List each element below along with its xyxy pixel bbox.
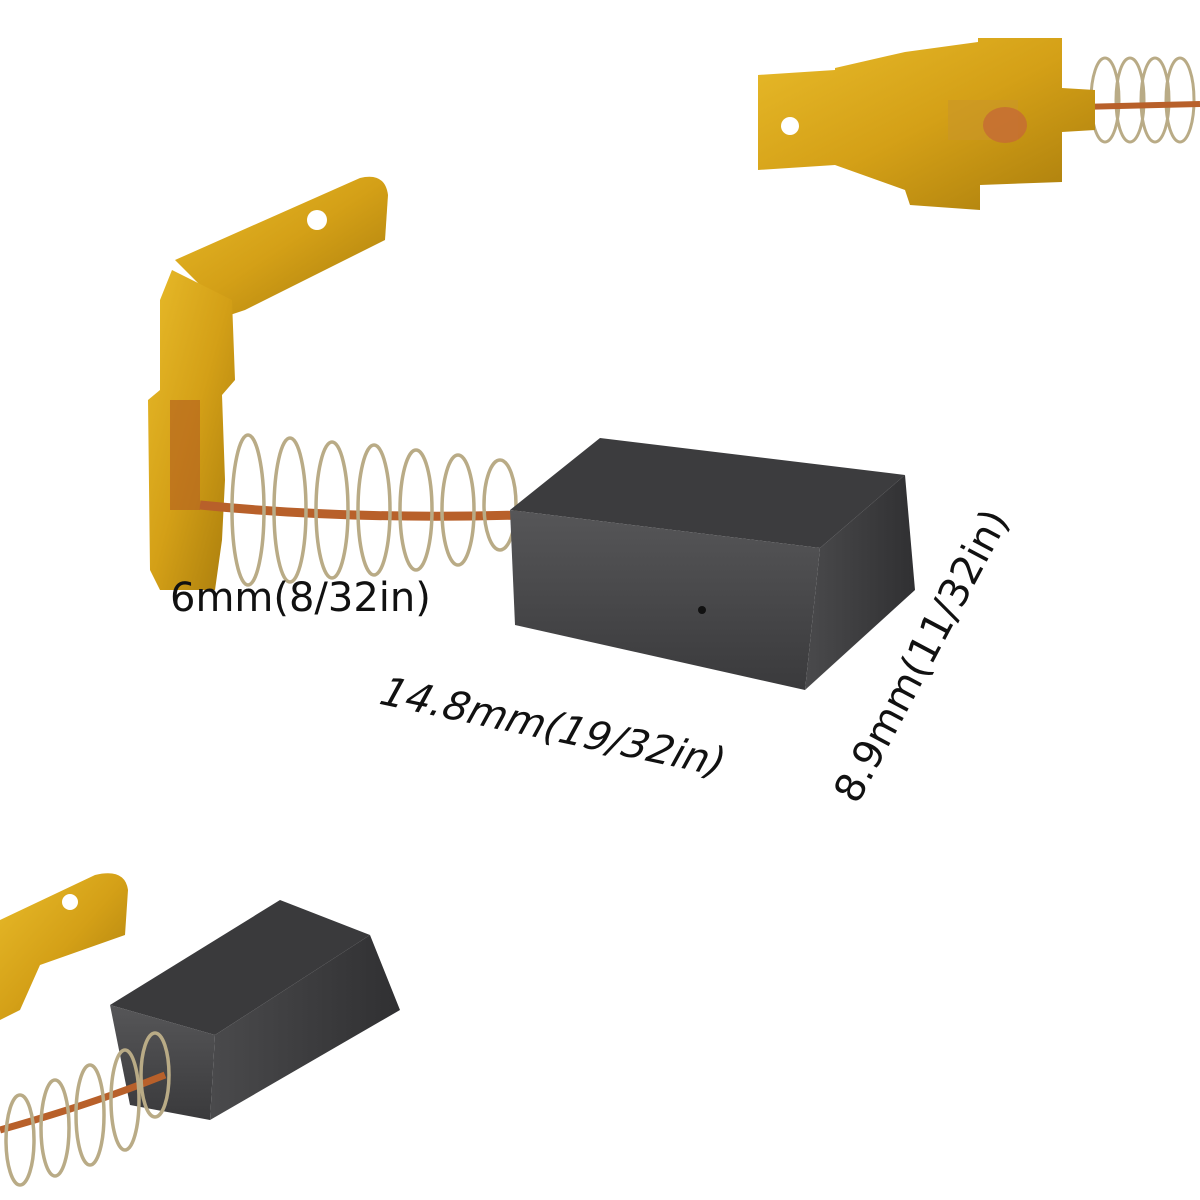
copper-weld — [983, 107, 1027, 143]
terminal-hole — [781, 117, 799, 135]
carbon-block-icon — [110, 900, 400, 1120]
width-dimension-label: 6mm(8/32in) — [170, 575, 431, 621]
brass-terminal-icon — [758, 38, 1095, 210]
carbon-block-icon — [510, 438, 915, 690]
terminal-hole — [307, 210, 327, 230]
copper-wire — [0, 1071, 167, 1134]
copper-wire — [199, 500, 521, 521]
terminal-hole — [62, 894, 78, 910]
brass-blade-icon — [0, 873, 128, 1020]
brush-top-right — [758, 38, 1200, 210]
spring-icon — [4, 1031, 171, 1187]
brass-blade-icon — [175, 176, 388, 315]
brush-bottom-left — [0, 873, 400, 1187]
brush-main — [148, 176, 915, 690]
spring-icon — [1089, 56, 1196, 144]
spring-icon — [230, 433, 518, 587]
